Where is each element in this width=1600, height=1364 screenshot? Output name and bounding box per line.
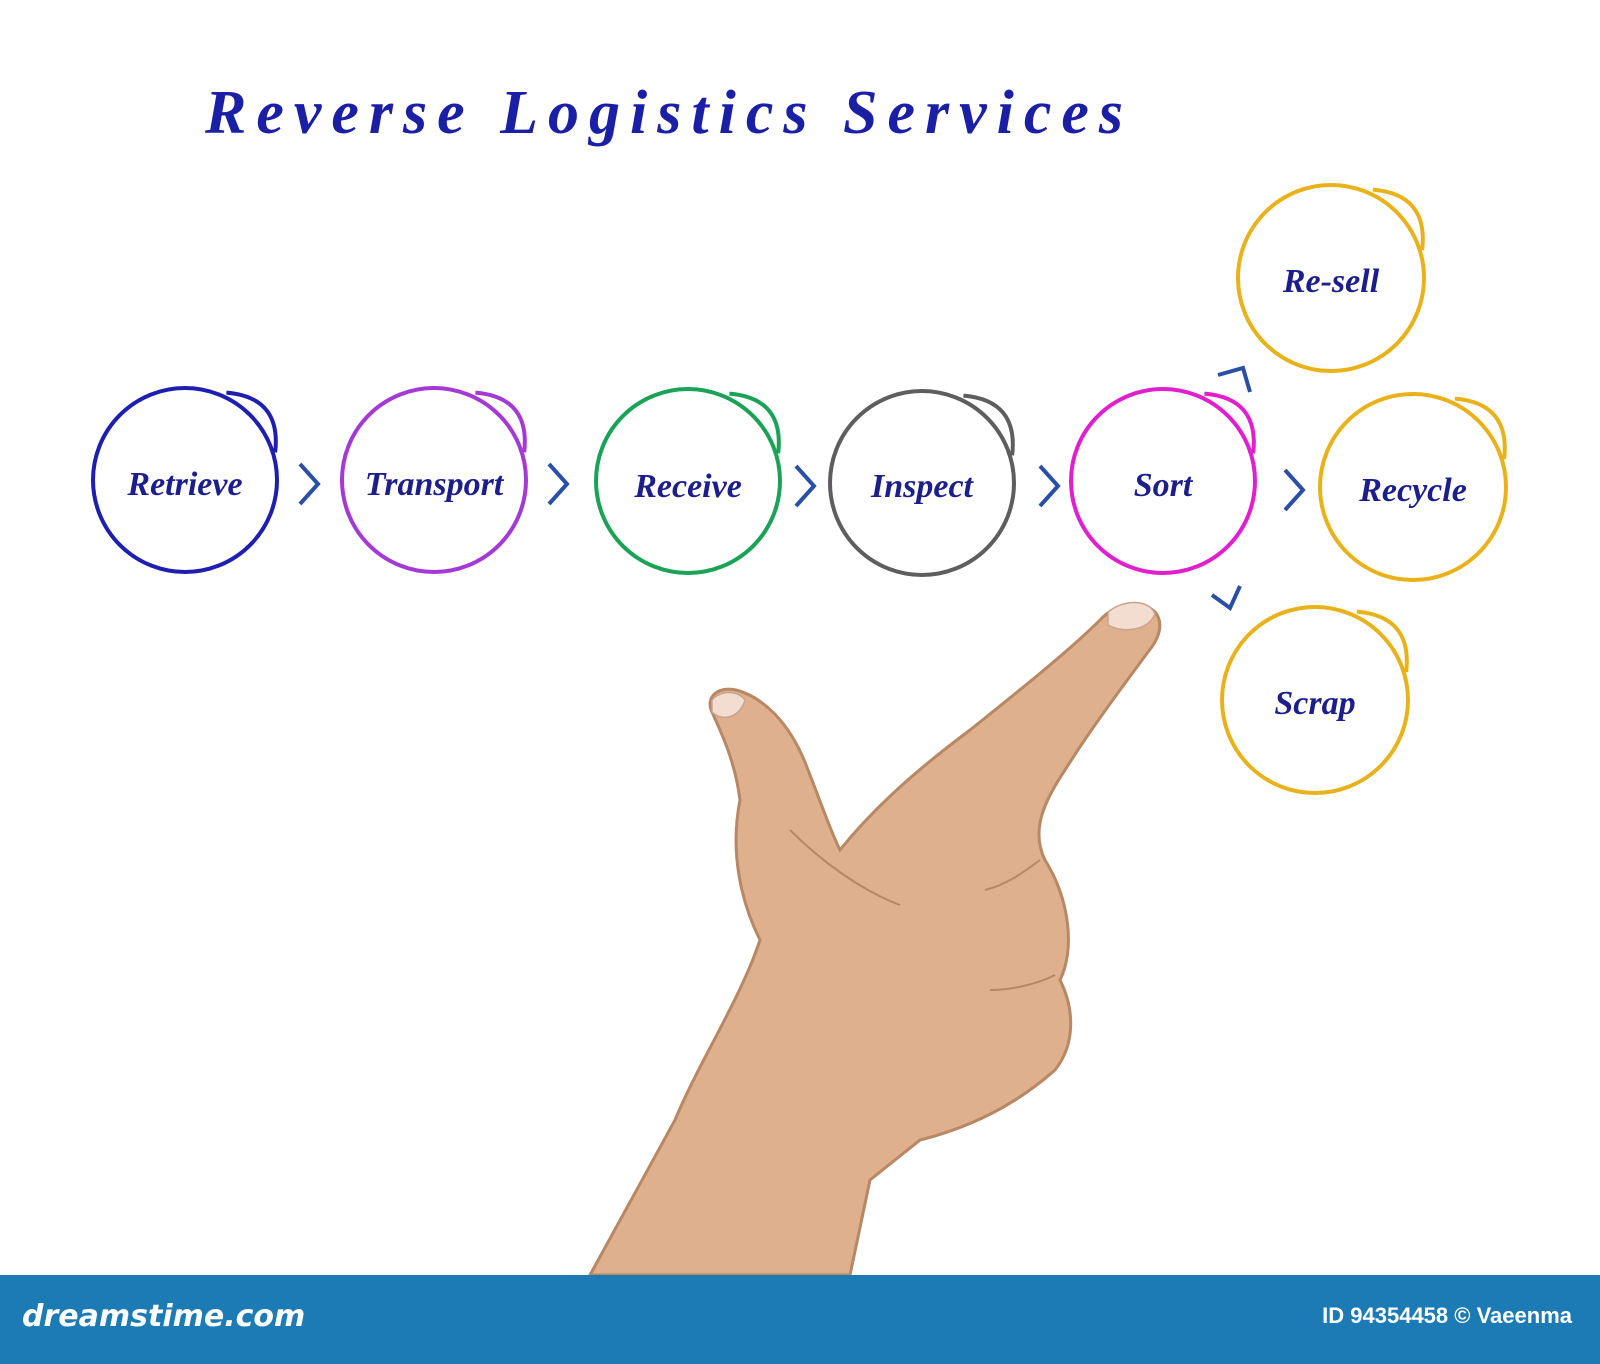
inspect-circle-stroke-tail — [963, 393, 1015, 456]
arrow-retrieve-transport — [298, 462, 321, 506]
transport-circle — [340, 386, 528, 574]
footer-bar: dreamstime.com ID 94354458 © Vaeenma — [0, 1275, 1600, 1364]
arrow-sort-recycle — [1283, 468, 1306, 512]
node-resell: Re-sell — [1282, 263, 1380, 300]
node-inspect: Inspect — [871, 468, 973, 505]
resell-circle-stroke-tail — [1372, 187, 1425, 251]
receive-circle-stroke-tail — [729, 391, 781, 454]
arrow-receive-inspect — [794, 464, 817, 508]
footer-image-id: ID 94354458 © Vaeenma — [1322, 1303, 1572, 1328]
arrow-transport-receive — [547, 462, 570, 506]
node-recycle: Recycle — [1359, 472, 1467, 509]
scrap-circle — [1220, 605, 1410, 795]
node-retrieve: Retrieve — [127, 466, 243, 503]
retrieve-circle — [91, 386, 279, 574]
sort-circle-stroke-tail — [1204, 391, 1256, 454]
node-scrap: Scrap — [1274, 685, 1356, 722]
node-receive: Receive — [634, 468, 742, 505]
scrap-circle-stroke-tail — [1356, 609, 1409, 673]
receive-circle — [594, 387, 782, 575]
inspect-circle — [828, 389, 1016, 577]
sort-circle — [1069, 387, 1257, 575]
pointing-hand-icon — [587, 601, 1162, 1277]
resell-circle — [1236, 183, 1426, 373]
node-sort: Sort — [1133, 467, 1193, 504]
recycle-circle-stroke-tail — [1454, 396, 1507, 460]
recycle-circle — [1318, 392, 1508, 582]
arrow-inspect-sort — [1038, 464, 1061, 508]
arrow-sort-resell — [1217, 365, 1252, 393]
diagram-title: Reverse Logistics Services — [205, 79, 1134, 147]
node-transport: Transport — [364, 466, 504, 503]
footer-brand: dreamstime.com — [22, 1299, 306, 1334]
transport-circle-stroke-tail — [475, 390, 527, 453]
retrieve-circle-stroke-tail — [226, 390, 278, 453]
arrow-sort-scrap — [1210, 585, 1242, 612]
